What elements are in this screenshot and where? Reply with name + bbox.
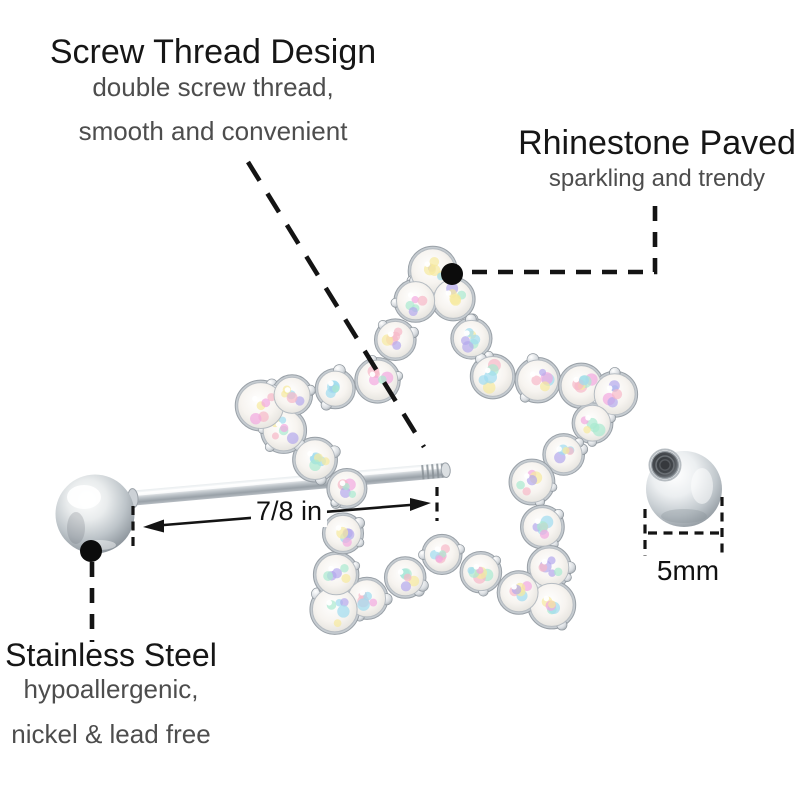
- ball-highlight: [67, 485, 101, 509]
- callout-title: Stainless Steel: [5, 637, 217, 673]
- arrow-right-icon: [410, 498, 431, 511]
- hole-thread-ring: [655, 455, 675, 475]
- bar-tip: [440, 462, 451, 478]
- star-pendant-gems: [237, 248, 636, 633]
- callout-subtitle: sparkling and trendy: [548, 165, 766, 192]
- callout-line-rhinestone: [461, 206, 658, 275]
- spare-ball-highlight: [691, 468, 713, 504]
- bar-highlight: [129, 464, 447, 497]
- callout-dot-stainless: [80, 540, 102, 562]
- callout-title: Screw Thread Design: [49, 33, 377, 71]
- callout-lines: [89, 160, 658, 642]
- callout-subtitle: smooth and convenient: [78, 116, 348, 147]
- callout-subtitle: hypoallergenic,: [23, 674, 199, 704]
- spare-ball: [646, 448, 722, 527]
- ball-shading: [67, 512, 85, 544]
- bar-length-label: 7/8 in: [250, 496, 328, 527]
- spare-ball-shading: [661, 509, 707, 523]
- callout-title: Rhinestone Paved: [518, 124, 796, 162]
- callout-subtitle: nickel & lead free: [11, 719, 211, 750]
- callout-dot-rhinestone: [441, 263, 463, 285]
- arrow-left-icon: [143, 519, 164, 533]
- callout-stainless: Stainless Steel hypoallergenic, nickel &…: [5, 637, 217, 750]
- ball-diameter-label: 5mm: [651, 555, 725, 587]
- callout-screw-thread: Screw Thread Design double screw thread,…: [50, 33, 376, 147]
- callout-subtitle: double screw thread,: [92, 72, 334, 102]
- callout-line-screw-thread: [246, 160, 426, 449]
- hole-rim: [648, 448, 682, 482]
- hole-center: [659, 459, 671, 471]
- ball-dimension: [643, 497, 724, 556]
- callout-rhinestone: Rhinestone Paved sparkling and trendy: [518, 124, 796, 193]
